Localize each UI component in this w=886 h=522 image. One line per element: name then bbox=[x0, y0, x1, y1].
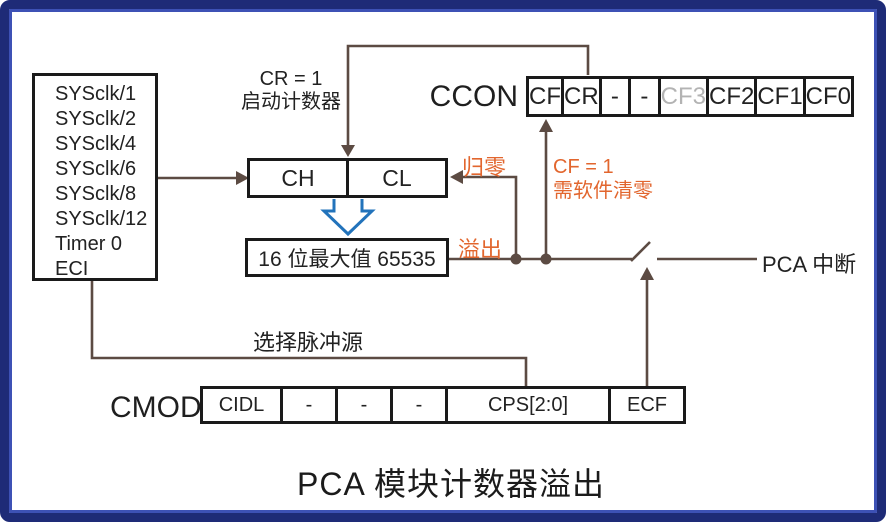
cmod-bit-dash: - bbox=[283, 389, 338, 421]
ccon-bit-cr: CR bbox=[564, 79, 602, 114]
cmod-register-label: CMOD bbox=[110, 391, 202, 424]
arrowhead-cr-down bbox=[341, 145, 355, 157]
counter-high-byte: CH bbox=[250, 161, 349, 195]
cr-start-annotation: CR = 1 启动计数器 bbox=[236, 68, 346, 114]
ccon-bit-cf1: CF1 bbox=[757, 79, 806, 114]
pulse-source-item: ECI bbox=[55, 258, 89, 280]
cmod-bit-cidl: CIDL bbox=[203, 389, 283, 421]
junction-dot-right bbox=[540, 253, 552, 265]
cr-condition-text: CR = 1 bbox=[259, 68, 323, 90]
ccon-bit-cf2: CF2 bbox=[709, 79, 758, 114]
counter-low-byte: CL bbox=[382, 164, 412, 191]
cmod-bits-cps: CPS[2:0] bbox=[448, 389, 611, 421]
ccon-bit-cf0: CF0 bbox=[805, 82, 852, 110]
cmod-register: CIDL - - - CPS[2:0] ECF bbox=[200, 386, 686, 424]
pulse-source-item: SYSclk/6 bbox=[55, 158, 137, 180]
cmod-bit-dash: - bbox=[338, 389, 393, 421]
pulse-source-item: Timer 0 bbox=[55, 233, 123, 255]
pulse-source-item: SYSclk/8 bbox=[55, 183, 137, 205]
pulse-source-item: SYSclk/2 bbox=[55, 108, 137, 130]
ccon-bit-dash: - bbox=[602, 79, 632, 114]
wire-select-pulse bbox=[90, 281, 528, 386]
ccon-bit-dash: - bbox=[631, 79, 661, 114]
ccon-register: CF CR - - CF3 CF2 CF1 CF0 bbox=[526, 76, 854, 117]
diagram-title: PCA 模块计数器溢出 bbox=[297, 466, 605, 502]
overflow-label: 溢出 bbox=[458, 237, 503, 262]
select-pulse-source-label: 选择脉冲源 bbox=[253, 330, 364, 355]
pulse-source-item: SYSclk/12 bbox=[55, 208, 148, 230]
cf-clear-annotation: CF = 1 需软件清零 bbox=[553, 155, 653, 203]
cf-condition-text: CF = 1 bbox=[553, 156, 614, 178]
pulse-source-box: SYSclk/1 SYSclk/2 SYSclk/4 SYSclk/6 SYSc… bbox=[32, 73, 158, 281]
cr-action-text: 启动计数器 bbox=[241, 91, 341, 113]
max-value-box: 16 位最大值 65535 bbox=[245, 238, 449, 277]
pulse-source-item: SYSclk/1 bbox=[55, 83, 137, 105]
return-to-zero-label: 归零 bbox=[462, 155, 507, 180]
pulse-source-item: SYSclk/4 bbox=[55, 133, 137, 155]
cf-action-text: 需软件清零 bbox=[553, 180, 653, 202]
cmod-bit-dash: - bbox=[393, 389, 448, 421]
arrowhead-ecf-up bbox=[640, 267, 654, 280]
counter-register-box: CH CL bbox=[247, 158, 448, 198]
cmod-bit-ecf: ECF bbox=[627, 393, 667, 416]
pca-interrupt-label: PCA 中断 bbox=[762, 252, 857, 277]
ccon-bit-cf3: CF3 bbox=[661, 79, 709, 114]
switch-contact bbox=[630, 241, 651, 262]
blue-overflow-arrow bbox=[320, 199, 376, 237]
arrowhead-return-left bbox=[450, 170, 463, 184]
arrowhead-into-counter bbox=[236, 171, 249, 185]
ccon-register-label: CCON bbox=[429, 80, 518, 113]
ccon-bit-cf: CF bbox=[529, 79, 564, 114]
wire-cr-to-counter bbox=[346, 44, 590, 150]
wire-return-to-zero bbox=[461, 175, 518, 259]
arrowhead-cf-up bbox=[539, 119, 553, 132]
junction-dot-left bbox=[510, 253, 522, 265]
